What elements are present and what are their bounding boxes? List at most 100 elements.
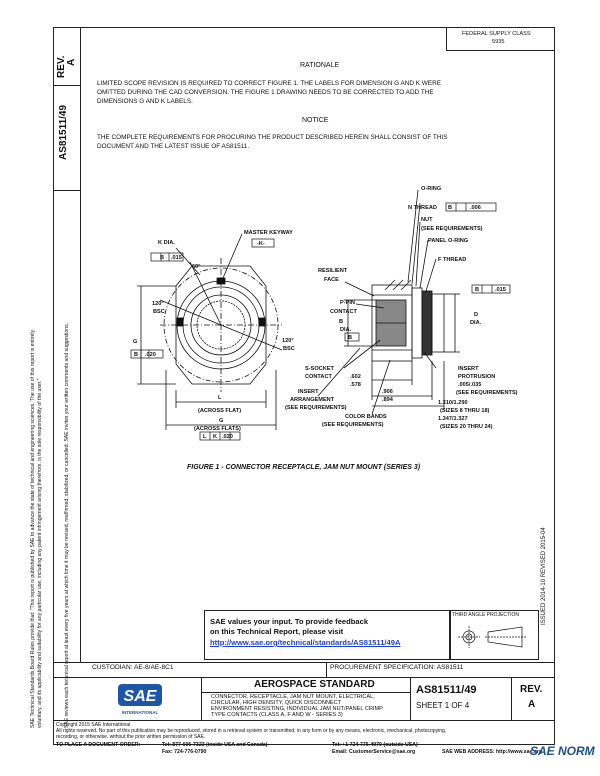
rationale-line-2: OMITTED DURING THE CAD CONVERSION. THE F…: [97, 89, 434, 96]
fcf-n-value: .006: [470, 205, 481, 211]
fcf-g-datum: B: [134, 352, 138, 358]
label-dim-906: .906: [382, 389, 393, 395]
label-l: L: [218, 395, 222, 401]
feedback-line-2: on this Technical Report, please visit: [210, 627, 344, 636]
label-bsc-right: BSC: [283, 346, 295, 352]
rationale-line-3: DIMENSIONS G AND K LABELS.: [97, 98, 193, 105]
fcf-g-value: .020: [145, 352, 156, 358]
sae-norm-watermark: SAE NORM: [530, 744, 595, 758]
fcf-bottom-l: L: [203, 434, 207, 440]
label-g-left: G: [133, 339, 137, 345]
fcf-keyway-label: -K-: [257, 241, 265, 247]
fcf-b-label: B: [348, 335, 352, 341]
order-label: TO PLACE A DOCUMENT ORDER:: [56, 742, 141, 748]
copyright-line-3: recording, or otherwise, without the pri…: [56, 734, 206, 740]
label-120-right: 120°: [282, 338, 294, 344]
title-line-4: TYPE CONTACTS (CLASS A, F AND W - SERIES…: [211, 712, 343, 718]
label-dim-578: .578: [350, 382, 361, 388]
doc-divider: [53, 190, 80, 191]
title-rev-value: A: [528, 699, 536, 710]
label-sizes-8-18: (SIZES 8 THRU 18): [440, 408, 490, 414]
fcf-k: [150, 252, 184, 262]
notice-line-1: THE COMPLETE REQUIREMENTS FOR PROCURING …: [97, 134, 448, 141]
fcf-k-value: .015: [171, 255, 182, 261]
label-resilient: RESILIENT: [318, 268, 348, 274]
label-across-flats: (ACROSS FLATS): [194, 426, 241, 432]
custodian: CUSTODIAN: AE-8/AE-8C1: [92, 664, 174, 671]
procurement-spec: PROCUREMENT SPECIFICATION: AS81511: [330, 664, 464, 671]
title-line-2: CIRCULAR, HIGH DENSITY, QUICK DISCONNECT: [211, 700, 342, 706]
label-oring: O-RING: [421, 186, 441, 192]
email: Email: CustomerService@sae.org: [332, 749, 416, 755]
title-line-3: ENVIRONMENT RESISTING, INDIVIDUAL JAM NU…: [211, 706, 383, 712]
rev-divider: [53, 85, 80, 86]
side-nut: [421, 290, 433, 356]
rationale-title: RATIONALE: [300, 62, 340, 69]
side-flange: [411, 287, 423, 359]
label-sizes-20-24: (SIZES 20 THRU 24): [440, 424, 493, 430]
fcf-n: [445, 202, 497, 212]
label-prot-see-req: (SEE REQUIREMENTS): [456, 390, 518, 396]
label-dims-8-18: 1.310/1.290: [438, 400, 468, 406]
projection-box: [449, 610, 539, 660]
label-dim-602: .602: [350, 374, 361, 380]
title-block-divider: [53, 677, 554, 678]
rationale-line-1: LIMITED SCOPE REVISION IS REQUIRED TO CO…: [97, 80, 441, 87]
tel-outside: Tel: +1 724-776-4970 (outside USA): [332, 742, 418, 748]
side-rear: [431, 293, 445, 353]
label-ppin: P-PIN: [340, 300, 355, 306]
feedback-line-1: SAE values your input. To provide feedba…: [210, 617, 369, 626]
label-k-dia: K DIA.: [158, 240, 175, 246]
label-bsc-left: BSC: [153, 309, 165, 315]
projection-label: THIRD ANGLE PROJECTION: [452, 612, 519, 618]
label-cb-see-req: (SEE REQUIREMENTS): [322, 422, 384, 428]
label-master-keyway: MASTER KEYWAY: [244, 230, 293, 236]
label-insert-arrangement: INSERT: [298, 389, 319, 395]
fax: Fax: 724-776-0790: [162, 749, 207, 755]
label-prot-dims: .005/.035: [458, 382, 481, 388]
hex-nut-outline: [175, 265, 267, 385]
label-b-dia: DIA.: [340, 327, 352, 333]
fcf-n-datum: B: [448, 205, 452, 211]
fsc-code: 5935: [492, 39, 505, 45]
label-f-thread: F THREAD: [438, 257, 466, 263]
label-ssocket-contact: CONTACT: [305, 374, 333, 380]
fcf-bottom-k: K: [213, 434, 217, 440]
label-arrangement: ARRANGEMENT: [290, 397, 335, 403]
sheet-number: SHEET 1 OF 4: [416, 701, 470, 710]
doc-number-cell: [410, 677, 512, 720]
label-nut: NUT: [421, 217, 433, 223]
tel-inside: Tel: 877-606-7323 (inside USA and Canada…: [162, 742, 268, 748]
label-n-thread: N THREAD: [408, 205, 437, 211]
label-b: B: [339, 319, 343, 325]
label-protrusion: PROTRUSION: [458, 374, 495, 380]
title-doc-number: AS81511/49: [416, 684, 477, 696]
fcf-bottom-value: .020: [222, 434, 233, 440]
feedback-url-link[interactable]: http://www.sae.org/technical/standards/A…: [210, 638, 401, 647]
issued-revised-vertical: ISSUED 2014-10 REVISED 2015-04: [541, 527, 547, 625]
notice-line-2: DOCUMENT AND THE LATEST ISSUE OF AS81511…: [97, 143, 250, 150]
left-margin-column: [53, 27, 81, 662]
figure-caption: FIGURE 1 - CONNECTOR RECEPTACLE, JAM NUT…: [187, 464, 421, 471]
fcf-k-datum: B: [160, 255, 164, 261]
feedback-box: [204, 610, 451, 660]
label-across-flat: (ACROSS FLAT): [198, 408, 241, 414]
label-panel-oring: PANEL O-RING: [428, 238, 468, 244]
label-ppin-contact: CONTACT: [330, 309, 358, 315]
notice-title: NOTICE: [302, 117, 329, 124]
label-nut-see-req: (SEE REQUIREMENTS): [421, 226, 483, 232]
title-rev-label: REV.: [520, 684, 543, 695]
logo-cell: [53, 677, 202, 720]
fsc-box: [446, 27, 555, 51]
page-border: [53, 27, 555, 745]
label-dim-894: .894: [382, 397, 394, 403]
label-arr-see-req: (SEE REQUIREMENTS): [285, 405, 347, 411]
fsc-label: FEDERAL SUPPLY CLASS: [462, 31, 531, 37]
aerospace-standard-title: AEROSPACE STANDARD: [254, 679, 375, 690]
copyright-line-1: Copyright 2015 SAE International: [56, 722, 131, 728]
fcf-keyway: [251, 238, 275, 248]
fcf-d-value: .015: [495, 287, 506, 293]
label-120-left: 120°: [152, 301, 164, 307]
label-color-bands: COLOR BANDS: [345, 414, 387, 420]
